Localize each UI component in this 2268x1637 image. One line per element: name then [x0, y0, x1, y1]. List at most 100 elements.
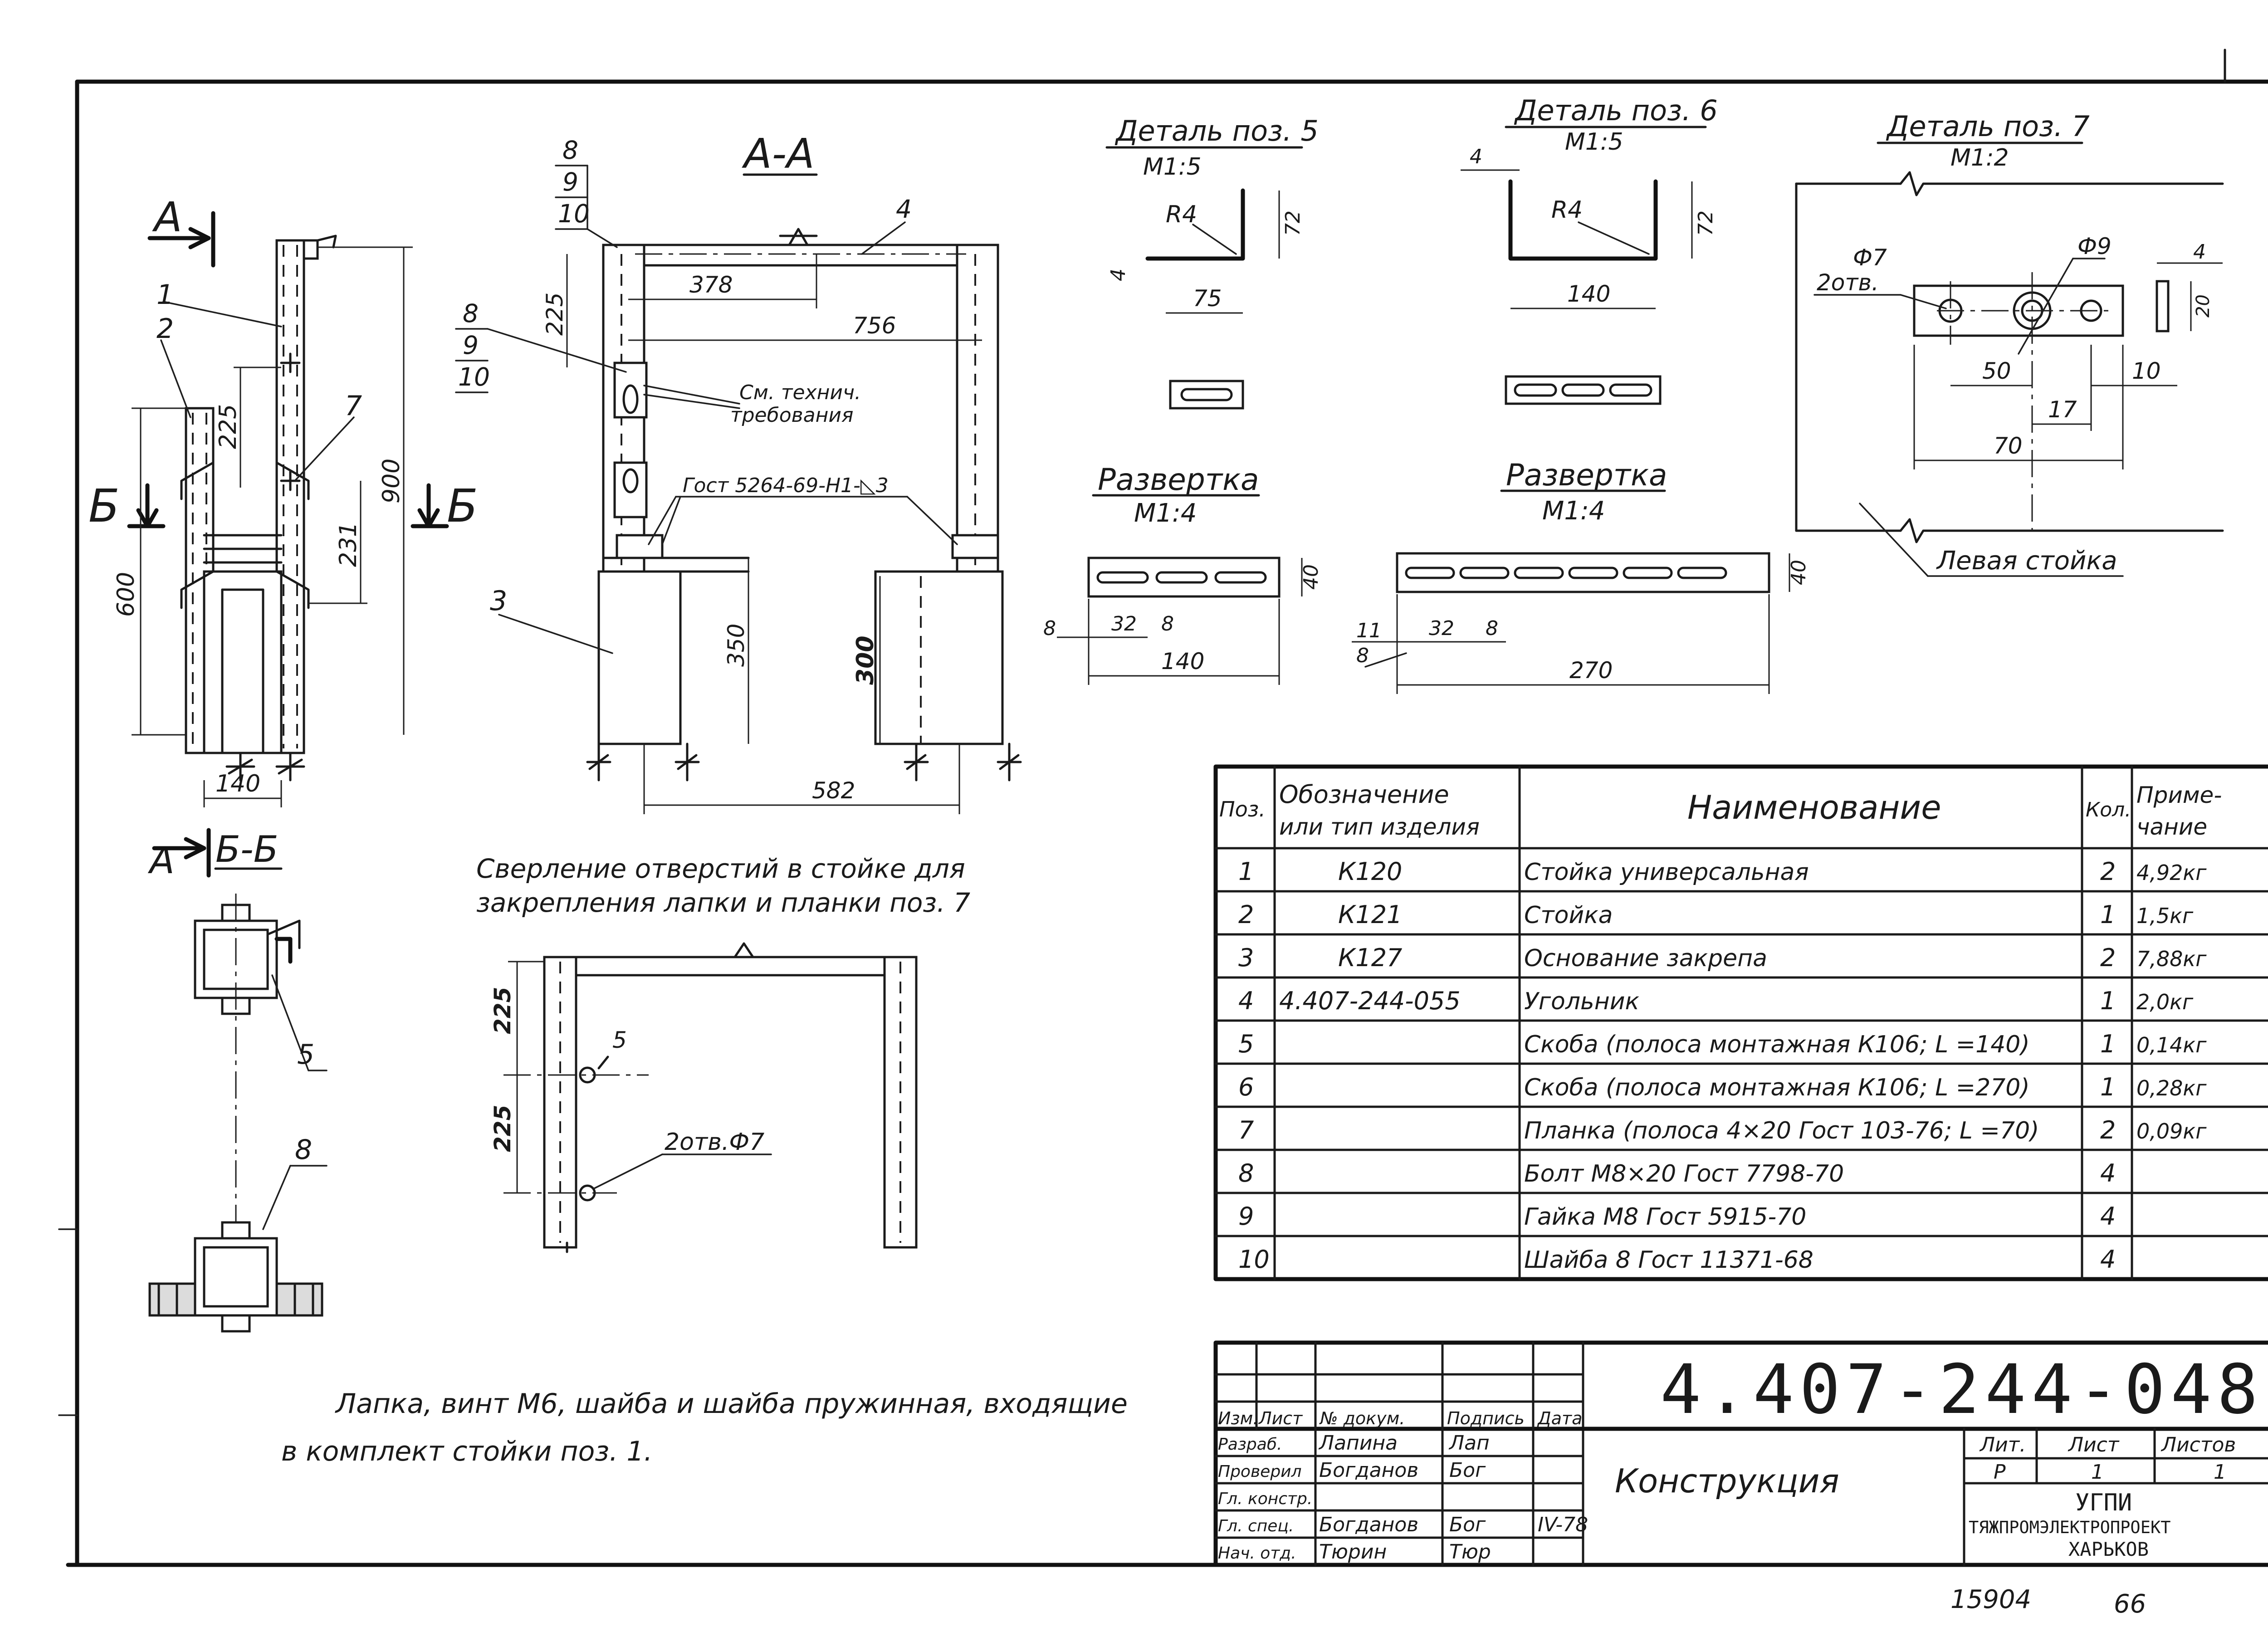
- drill-pos-5: 5: [612, 1027, 627, 1053]
- spec-cell-qty: 1: [2100, 987, 2116, 1015]
- spec-cell-pos: 10: [1238, 1245, 1270, 1274]
- stamp-lit-h: Лит.: [1979, 1433, 2026, 1456]
- dim-600: 600: [112, 572, 140, 617]
- stamp-org-1: УГПИ: [2075, 1489, 2132, 1516]
- dim-900: 900: [378, 459, 405, 503]
- spec-cell-note: 4,92кг: [2136, 860, 2207, 885]
- pos-7-label: 7: [345, 390, 362, 422]
- pos-2-label: 2: [156, 313, 174, 345]
- section-label-b-left: Б: [88, 479, 120, 533]
- det5-dim-4: 4: [1107, 269, 1130, 281]
- det7-title: Деталь поз. 7: [1886, 110, 2090, 143]
- detail-6: Деталь поз. 6 М1:5 4 R4 72 140 Развертка…: [1352, 94, 1810, 694]
- aa-dim-225: 225: [542, 293, 568, 336]
- aa-dim-350: 350: [723, 624, 749, 667]
- aa-pos-8: 8: [562, 136, 578, 165]
- spec-cell-name: Стойка универсальная: [1524, 859, 1809, 886]
- stamp-sheet-h: Лист: [2068, 1433, 2120, 1456]
- det5-title: Деталь поз. 5: [1114, 114, 1319, 147]
- spec-cell-qty: 1: [2100, 1030, 2116, 1058]
- spec-head-name: Наименование: [1687, 788, 1941, 826]
- spec-cell-code: К127: [1338, 943, 1402, 972]
- dim-231: 231: [335, 522, 362, 567]
- det7-scale: М1:2: [1950, 144, 2009, 171]
- aa-pos-9: 9: [562, 167, 578, 196]
- det6-dim-8: 8: [1486, 617, 1498, 640]
- det7-left-post: Левая стойка: [1936, 546, 2117, 576]
- det7-dim-70: 70: [1994, 433, 2023, 459]
- det6-unfold-scale: М1:4: [1542, 496, 1605, 526]
- det6-title: Деталь поз. 6: [1514, 94, 1718, 127]
- handwritten-number-2: 66: [2114, 1589, 2146, 1619]
- spec-cell-qty: 1: [2100, 1073, 2116, 1101]
- stamp-org-2: ТЯЖПРОМЭЛЕКТРОПРОЕКТ: [1969, 1518, 2171, 1537]
- detail-5: Деталь поз. 5 М1:5 R4 72 75 4 Развертка …: [1043, 114, 1323, 685]
- spec-cell-note: 0,14кг: [2136, 1033, 2207, 1057]
- spec-cell-note: 1,5кг: [2136, 904, 2194, 928]
- spec-head-note-1: Приме-: [2136, 782, 2222, 808]
- spec-cell-qty: 4: [2100, 1202, 2116, 1231]
- doc-title: Конструкция: [1615, 1462, 1839, 1500]
- stamp-role: Гл. спец.: [1218, 1517, 1294, 1535]
- dim-225: 225: [215, 404, 242, 449]
- det6-dim-270: 270: [1569, 657, 1613, 684]
- stamp-sheet: 1: [2091, 1461, 2104, 1484]
- stamp-signature: Лап: [1448, 1432, 1490, 1455]
- spec-table: Поз. Обозначение или тип изделия Наимено…: [1213, 764, 2268, 1281]
- aa-pos-10: 10: [558, 199, 590, 228]
- stamp-h-izm: Изм.: [1218, 1408, 1258, 1428]
- spec-cell-qty: 4: [2100, 1245, 2116, 1274]
- det5-dim-8b: 8: [1161, 612, 1174, 635]
- det5-radius: R4: [1166, 201, 1197, 228]
- det7-dim-17: 17: [2048, 396, 2077, 423]
- det6-dim-32: 32: [1429, 617, 1454, 640]
- stamp-signature: Бог: [1449, 1513, 1486, 1536]
- stamp-signature: Тюр: [1449, 1540, 1491, 1564]
- aa-tech-note-1: См. технич.: [739, 381, 861, 404]
- det7-dim-50: 50: [1982, 358, 2011, 384]
- pos-1-label: 1: [156, 279, 174, 311]
- spec-head-code-2: или тип изделия: [1279, 814, 1480, 840]
- spec-head-pos: Поз.: [1219, 797, 1266, 821]
- section-bb-view: А Б-Б 5 8: [147, 828, 327, 1333]
- det6-scale: М1:5: [1565, 128, 1623, 156]
- drill-title-2: закрепления лапки и планки поз. 7: [476, 887, 970, 918]
- det5-dim-140: 140: [1161, 648, 1204, 674]
- det7-dim-4: 4: [2193, 240, 2206, 264]
- aa-pos-10b: 10: [458, 362, 490, 391]
- spec-cell-code: К120: [1338, 857, 1402, 886]
- spec-cell-pos: 4: [1238, 987, 1254, 1015]
- spec-cell-pos: 1: [1238, 857, 1254, 886]
- stamp-sheets: 1: [2214, 1461, 2226, 1484]
- det5-scale: М1:5: [1143, 153, 1202, 181]
- section-label-a2: А: [147, 840, 175, 882]
- det5-dim-8: 8: [1043, 617, 1056, 640]
- stamp-signature: Бог: [1449, 1459, 1486, 1482]
- stamp-role: Гл. констр.: [1218, 1490, 1312, 1508]
- spec-cell-name: Скоба (полоса монтажная К106; L =140): [1524, 1031, 2030, 1058]
- stamp-name: Лапина: [1318, 1432, 1398, 1455]
- stamp-h-list: Лист: [1258, 1408, 1303, 1428]
- det5-dim-32: 32: [1111, 612, 1137, 635]
- det5-unfold-scale: М1:4: [1134, 498, 1197, 528]
- spec-head-qty: Кол.: [2086, 798, 2131, 821]
- det5-unfold: Развертка: [1098, 462, 1259, 497]
- spec-cell-qty: 1: [2100, 900, 2116, 929]
- drill-dim-225a: 225: [489, 987, 516, 1034]
- stamp-role: Разраб.: [1218, 1435, 1282, 1454]
- spec-cell-code: К121: [1338, 900, 1402, 929]
- det5-dim-40: 40: [1300, 564, 1323, 590]
- aa-gost-weld: Гост 5264-69-Н1-◺3: [683, 474, 889, 497]
- spec-cell-pos: 9: [1238, 1202, 1254, 1231]
- det7-dim-20: 20: [2193, 294, 2214, 318]
- stamp-role: Проверил: [1218, 1462, 1302, 1481]
- aa-pos-9b: 9: [463, 331, 479, 360]
- det7-hole-big: Ф9: [2077, 233, 2112, 259]
- pos-8-label: 8: [295, 1134, 312, 1166]
- bottom-note-2: в комплект стойки поз. 1.: [281, 1436, 653, 1467]
- det5-dim-75: 75: [1193, 285, 1222, 312]
- dim-140: 140: [215, 770, 260, 797]
- stamp-org-3: ХАРЬКОВ: [2068, 1538, 2149, 1560]
- det6-dim-40: 40: [1787, 560, 1810, 585]
